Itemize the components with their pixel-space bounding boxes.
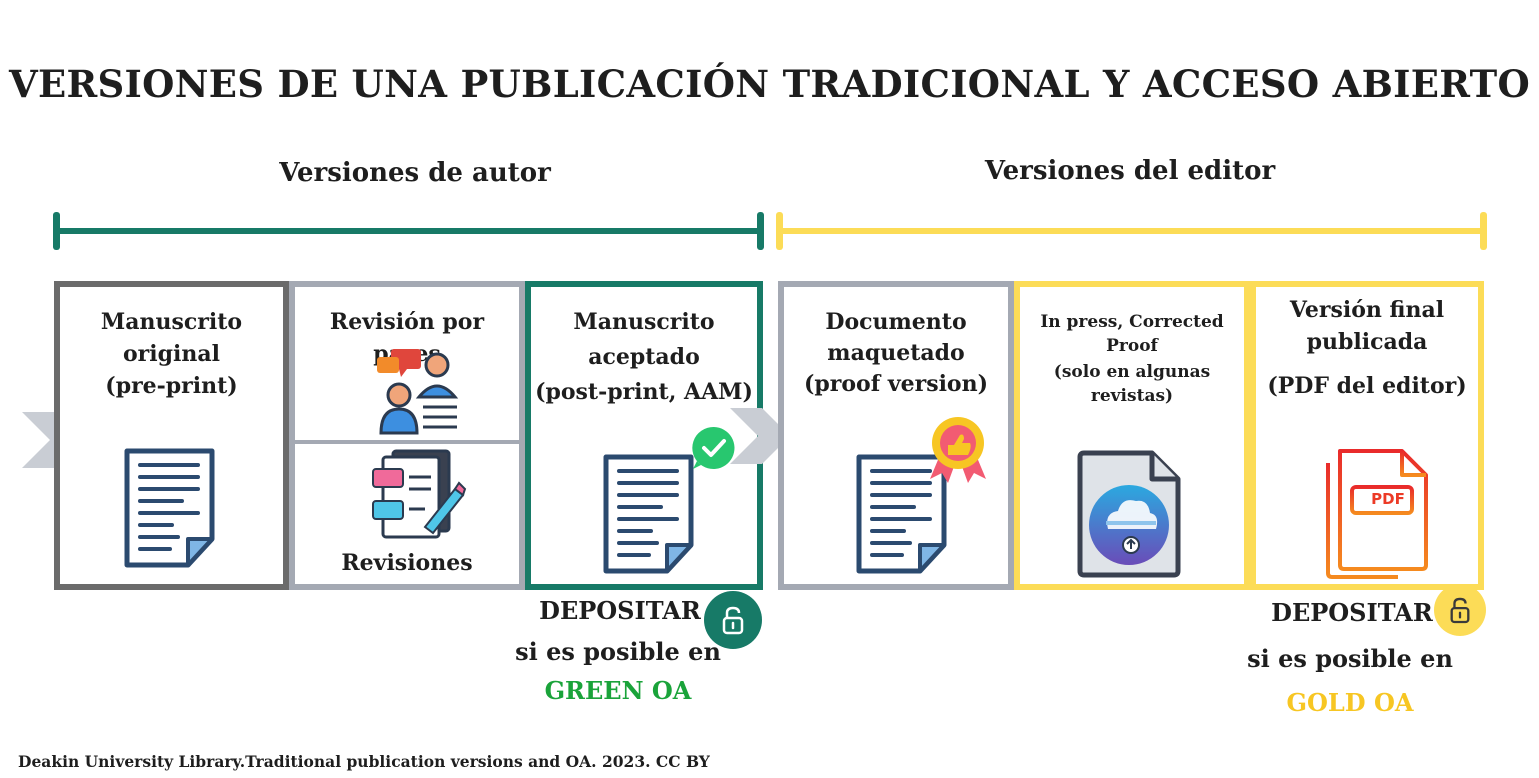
gold-oa-label: GOLD OA (1286, 688, 1414, 717)
accepted-manuscript-box: Manuscrito aceptado (post-print, AAM) (525, 281, 763, 590)
cloud-upload-file-icon (1077, 450, 1181, 578)
preprint-line1: Manuscrito (100, 309, 243, 335)
editor-timeline-start-tick (776, 212, 783, 250)
award-badge-icon (930, 417, 986, 483)
pdf-label: PDF (1371, 490, 1405, 508)
green-oa-label: GREEN OA (544, 676, 692, 705)
accepted-line2: aceptado (588, 344, 700, 371)
preprint-box: Manuscrito original (pre-print) (54, 281, 289, 590)
editor-versions-label: Versiones del editor (984, 156, 1276, 186)
page-title: VERSIONES DE UNA PUBLICACIÓN TRADICIONAL… (8, 62, 1531, 106)
author-timeline-start-tick (53, 212, 60, 250)
final-line3: (PDF del editor) (1267, 373, 1467, 399)
middle-chevron-arrow-icon (730, 408, 790, 464)
accepted-line3: (post-print, AAM) (535, 379, 753, 406)
proof-version-box: Documento maquetado (proof version) (778, 281, 1014, 590)
preprint-line3: (pre-print) (105, 372, 238, 399)
check-badge-icon (692, 426, 735, 469)
green-open-lock-badge (704, 591, 762, 649)
document-icon (124, 448, 215, 568)
final-version-box: Versión final publicada (PDF del editor)… (1250, 281, 1484, 590)
footer-credit: Deakin University Library.Traditional pu… (18, 752, 710, 771)
green-deposit-line1: DEPOSITAR (539, 596, 701, 625)
peer-review-divider (295, 440, 519, 444)
peer-review-people-icon (377, 349, 459, 435)
preprint-line2: original (123, 340, 220, 367)
editor-timeline-bar (779, 228, 1485, 234)
editor-timeline-end-tick (1480, 212, 1487, 250)
in-press-line2: (solo en algunas revistas) (1053, 362, 1211, 406)
final-line2: publicada (1306, 328, 1428, 355)
gold-deposit-line2: si es posible en (1247, 644, 1453, 673)
open-lock-icon (722, 606, 744, 635)
author-versions-label: Versiones de autor (279, 158, 551, 188)
document-icon (856, 454, 947, 574)
peer-review-box: Revisión por pares Revisiones (289, 281, 525, 590)
revisions-label: Revisiones (341, 550, 473, 576)
green-deposit-line2: si es posible en (515, 637, 721, 666)
open-lock-icon (1450, 597, 1470, 624)
author-timeline-end-tick (757, 212, 764, 250)
proof-line1: Documento (825, 309, 967, 335)
proof-line3: (proof version) (803, 370, 989, 397)
gold-open-lock-badge (1434, 584, 1486, 636)
revisions-icon (372, 449, 467, 539)
gold-deposit-line1: DEPOSITAR (1271, 598, 1433, 627)
in-press-line1: In press, Corrected Proof (1040, 312, 1224, 356)
accepted-line1: Manuscrito (573, 309, 715, 335)
author-timeline-bar (56, 228, 762, 234)
pdf-file-icon (1326, 449, 1428, 579)
final-line1: Versión final (1289, 297, 1445, 323)
in-press-box: In press, Corrected Proof (solo en algun… (1014, 281, 1250, 590)
proof-line2: maquetado (827, 339, 965, 366)
document-icon (603, 454, 694, 574)
